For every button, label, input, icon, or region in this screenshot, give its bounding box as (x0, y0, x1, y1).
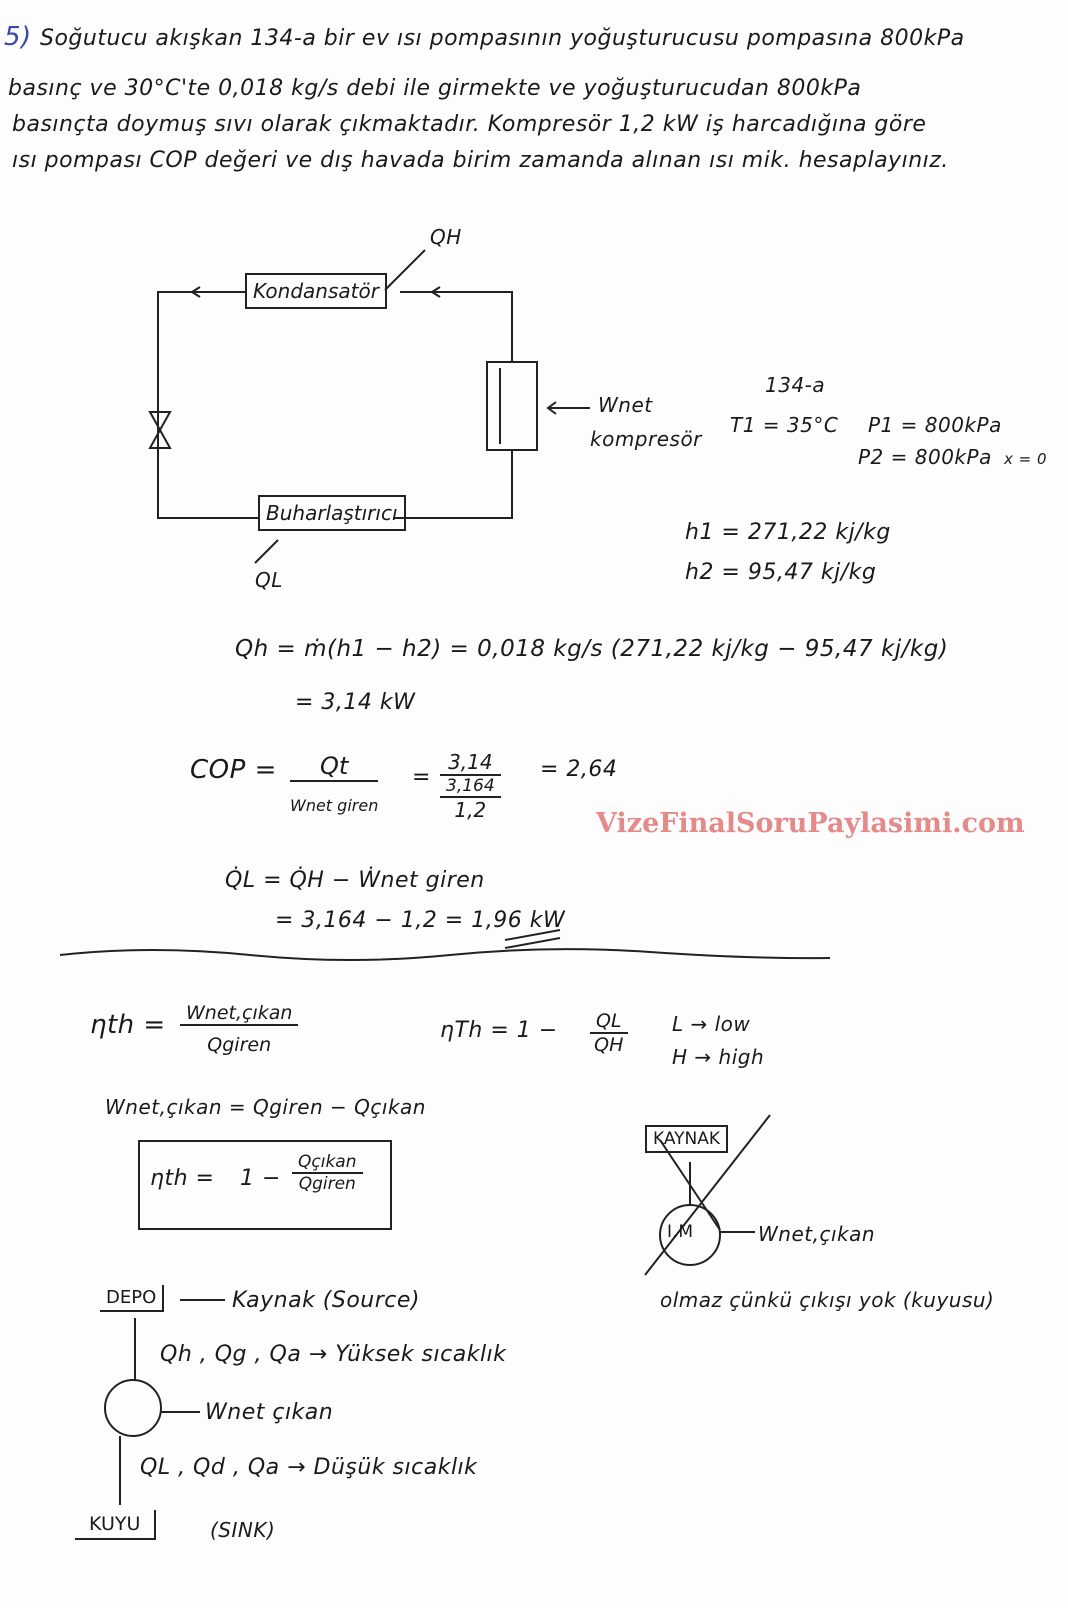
im-output: Wnet,çıkan (758, 1222, 876, 1246)
im-label: I.M (667, 1222, 694, 1242)
problem-line-3: basınçta doymuş sıvı olarak çıkmaktadır.… (12, 112, 927, 137)
h2-value: h2 = 95,47 kj/kg (685, 560, 877, 585)
wnet-out: Wnet çıkan (205, 1400, 334, 1425)
h1-value: h1 = 271,22 kj/kg (685, 520, 891, 545)
watermark: VizeFinalSoruPaylasimi.com (596, 808, 1025, 839)
cop-numerator: Qt (290, 752, 379, 782)
eta2-numerator: QL (590, 1010, 628, 1034)
cop-equals: = (412, 765, 431, 790)
compressor-label: kompresör (590, 427, 702, 451)
cop-fraction: Qt Wnet giren (290, 752, 379, 815)
low-note: L → low (672, 1012, 751, 1036)
problem-number: 5) (4, 22, 32, 52)
kaynak-box: KAYNAK (645, 1125, 729, 1153)
depo-box: DEPO (100, 1285, 165, 1312)
p1-value: P1 = 800kPa (868, 413, 1002, 437)
ql-label: QL (255, 568, 283, 592)
eta-box-numerator: Qçıkan (292, 1152, 363, 1174)
cop-lhs: COP = (190, 755, 277, 785)
condenser-box: Kondansatör (245, 273, 387, 309)
low-temps: QL , Qd , Qa → Düşük sıcaklık (140, 1455, 478, 1480)
x-value: x = 0 (1004, 450, 1048, 468)
cop-fraction-2: 3,14 3,164 1,2 (440, 750, 501, 822)
qh-label: QH (430, 225, 462, 249)
high-temps: Qh , Qg , Qa → Yüksek sıcaklık (160, 1342, 507, 1367)
eta2-denominator: QH (594, 1034, 624, 1056)
t1-value: T1 = 35°C (730, 413, 839, 437)
eta2-lhs: ηTh = 1 − (440, 1018, 558, 1043)
kuyu-box: KUYU (75, 1510, 157, 1540)
fluid-label: 134-a (765, 373, 826, 397)
eta-numerator: Wnet,çıkan (180, 1002, 299, 1026)
problem-line-4: ısı pompası COP değeri ve dış havada bir… (12, 148, 949, 173)
cop-denominator: Wnet giren (290, 796, 379, 815)
cop-denominator-2a: 3,164 (440, 776, 501, 798)
ql-result: = 3,164 − 1,2 = 1,96 kW (275, 908, 566, 933)
evaporator-box: Buharlaştırıcı (258, 495, 406, 531)
problem-line-2: basınç ve 30°C'te 0,018 kg/s debi ile gi… (8, 76, 862, 101)
sink-label: (SINK) (210, 1518, 276, 1542)
wnet-equation: Wnet,çıkan = Qgiren − Qçıkan (105, 1095, 426, 1119)
cop-denominator-2b: 1,2 (454, 798, 487, 822)
eta-lhs: ηth = (90, 1010, 166, 1040)
wnet-label: Wnet (598, 393, 653, 417)
eta-box-fraction: Qçıkan Qgiren (292, 1152, 363, 1194)
eta-box-rhs: 1 − (240, 1166, 281, 1191)
eta-denominator: Qgiren (207, 1034, 272, 1056)
high-note: H → high (672, 1045, 765, 1069)
ql-equation: Q̇L = Q̇H − Ẇnet giren (225, 868, 485, 893)
qh-result: = 3,14 kW (295, 690, 416, 715)
eta-box: ηth = 1 − Qçıkan Qgiren (138, 1140, 392, 1230)
source-label: Kaynak (Source) (232, 1288, 421, 1313)
cop-numerator-2: 3,14 (440, 750, 501, 776)
p2-value: P2 = 800kPa (858, 445, 992, 469)
problem-line-1: Soğutucu akışkan 134-a bir ev ısı pompas… (40, 26, 965, 51)
eta2-fraction: QL QH (590, 1010, 628, 1056)
eta-box-lhs: ηth = (150, 1166, 215, 1191)
qh-equation: Qh = ṁ(h1 − h2) = 0,018 kg/s (271,22 kj/… (235, 636, 949, 662)
olmaz-note: olmaz çünkü çıkışı yok (kuyusu) (660, 1288, 995, 1312)
eta-box-denominator: Qgiren (298, 1174, 356, 1194)
eta-fraction: Wnet,çıkan Qgiren (180, 1002, 299, 1056)
cop-result: = 2,64 (540, 757, 618, 782)
